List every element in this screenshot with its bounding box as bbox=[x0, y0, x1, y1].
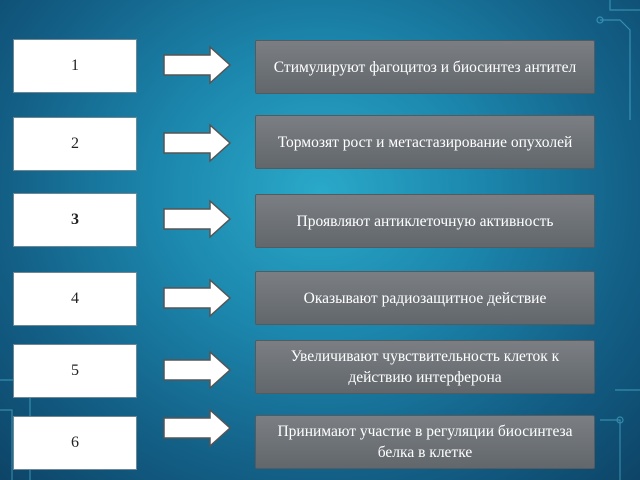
description-box-2: Тормозят рост и метастазирование опухоле… bbox=[255, 115, 595, 169]
number-box-2: 2 bbox=[13, 117, 137, 171]
description-box-4: Оказывают радиозащитное действие bbox=[255, 271, 595, 325]
description-box-5: Увеличивают чувствительность клеток к де… bbox=[255, 340, 595, 394]
number-box-4: 4 bbox=[13, 272, 137, 326]
description-box-6: Принимают участие в регуляции биосинтеза… bbox=[255, 415, 595, 469]
description-box-1: Стимулируют фагоцитоз и биосинтез антите… bbox=[255, 40, 595, 94]
number-box-1: 1 bbox=[13, 39, 137, 93]
arrow-right-icon bbox=[163, 408, 232, 448]
arrow-right-icon bbox=[163, 123, 232, 163]
number-box-3: 3 bbox=[13, 193, 137, 247]
number-box-6: 6 bbox=[13, 416, 137, 470]
arrow-right-icon bbox=[163, 199, 232, 239]
arrow-right-icon bbox=[163, 45, 232, 85]
number-box-5: 5 bbox=[13, 344, 137, 398]
arrow-right-icon bbox=[163, 350, 232, 390]
arrow-right-icon bbox=[163, 278, 232, 318]
description-box-3: Проявляют антиклеточную активность bbox=[255, 194, 595, 248]
